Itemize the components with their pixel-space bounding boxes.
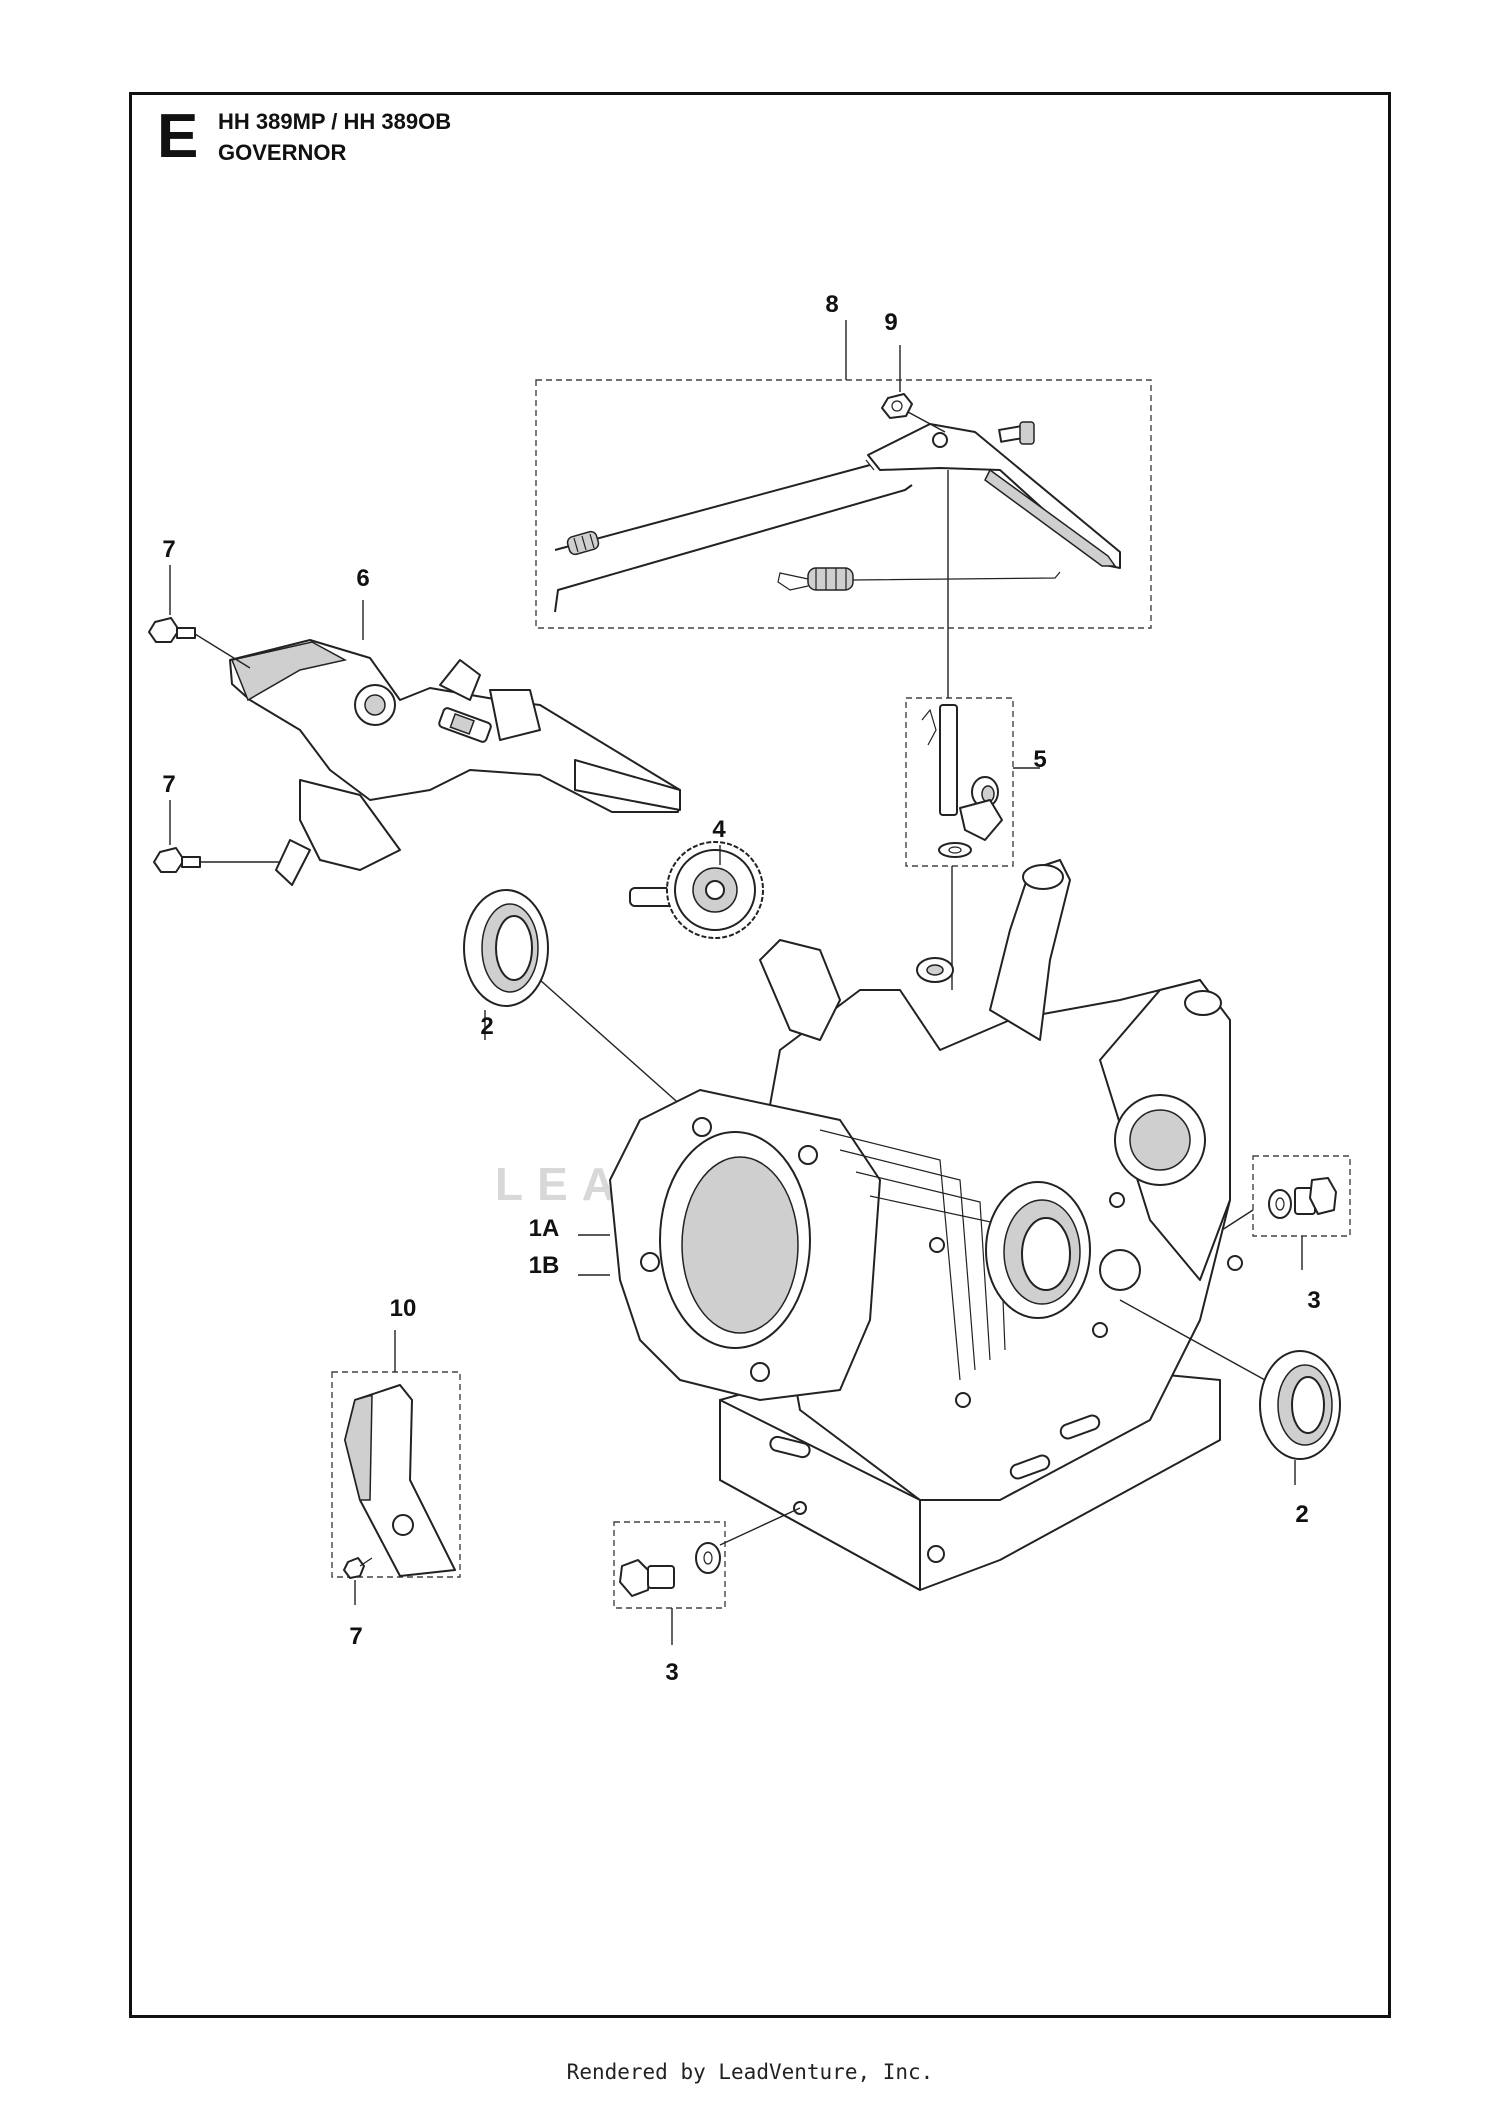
callout-1b: 1B (529, 1252, 560, 1279)
callout-2: 2 (480, 1013, 493, 1040)
callout-8: 8 (825, 291, 838, 318)
nut-9 (881, 393, 913, 419)
callout-7: 7 (162, 536, 175, 563)
oil-seal-left[interactable] (463, 889, 549, 1007)
arm-clamp-bolt (998, 421, 1035, 445)
callout-4: 4 (712, 816, 726, 843)
guard-plate[interactable] (331, 1371, 461, 1579)
section-letter: E (157, 102, 199, 171)
bolt-7-middle (153, 847, 201, 873)
governor-spring (777, 567, 1061, 591)
throttle-spring (566, 530, 600, 556)
oil-seal-right[interactable] (1259, 1350, 1341, 1460)
diagram-frame (129, 92, 1391, 2018)
throttle-control-bracket[interactable] (229, 639, 681, 886)
callout-6: 6 (356, 565, 369, 592)
callout-5: 5 (1033, 746, 1046, 773)
governor-shaft-assembly[interactable] (905, 697, 1014, 867)
drain-plug-bottom[interactable] (613, 1521, 726, 1609)
callout-10: 10 (390, 1295, 417, 1322)
callout-7: 7 (349, 1623, 362, 1650)
governor-gear[interactable] (629, 841, 764, 939)
crankcase[interactable] (609, 859, 1243, 1591)
callout-3: 3 (665, 1659, 678, 1686)
bolt-7-upper (148, 617, 196, 643)
drain-plug-right[interactable] (1252, 1155, 1351, 1237)
section-title: GOVERNOR (218, 140, 347, 165)
callout-9: 9 (884, 309, 897, 336)
footer-credit: Rendered by LeadVenture, Inc. (566, 2060, 934, 2084)
callout-7: 7 (162, 771, 175, 798)
callout-2: 2 (1295, 1501, 1308, 1528)
callout-3: 3 (1307, 1287, 1320, 1314)
callout-1a: 1A (529, 1215, 560, 1242)
bolt-7-lower (343, 1557, 373, 1579)
model-title: HH 389MP / HH 389OB (218, 109, 452, 134)
governor-arm-assembly[interactable] (535, 379, 1152, 629)
